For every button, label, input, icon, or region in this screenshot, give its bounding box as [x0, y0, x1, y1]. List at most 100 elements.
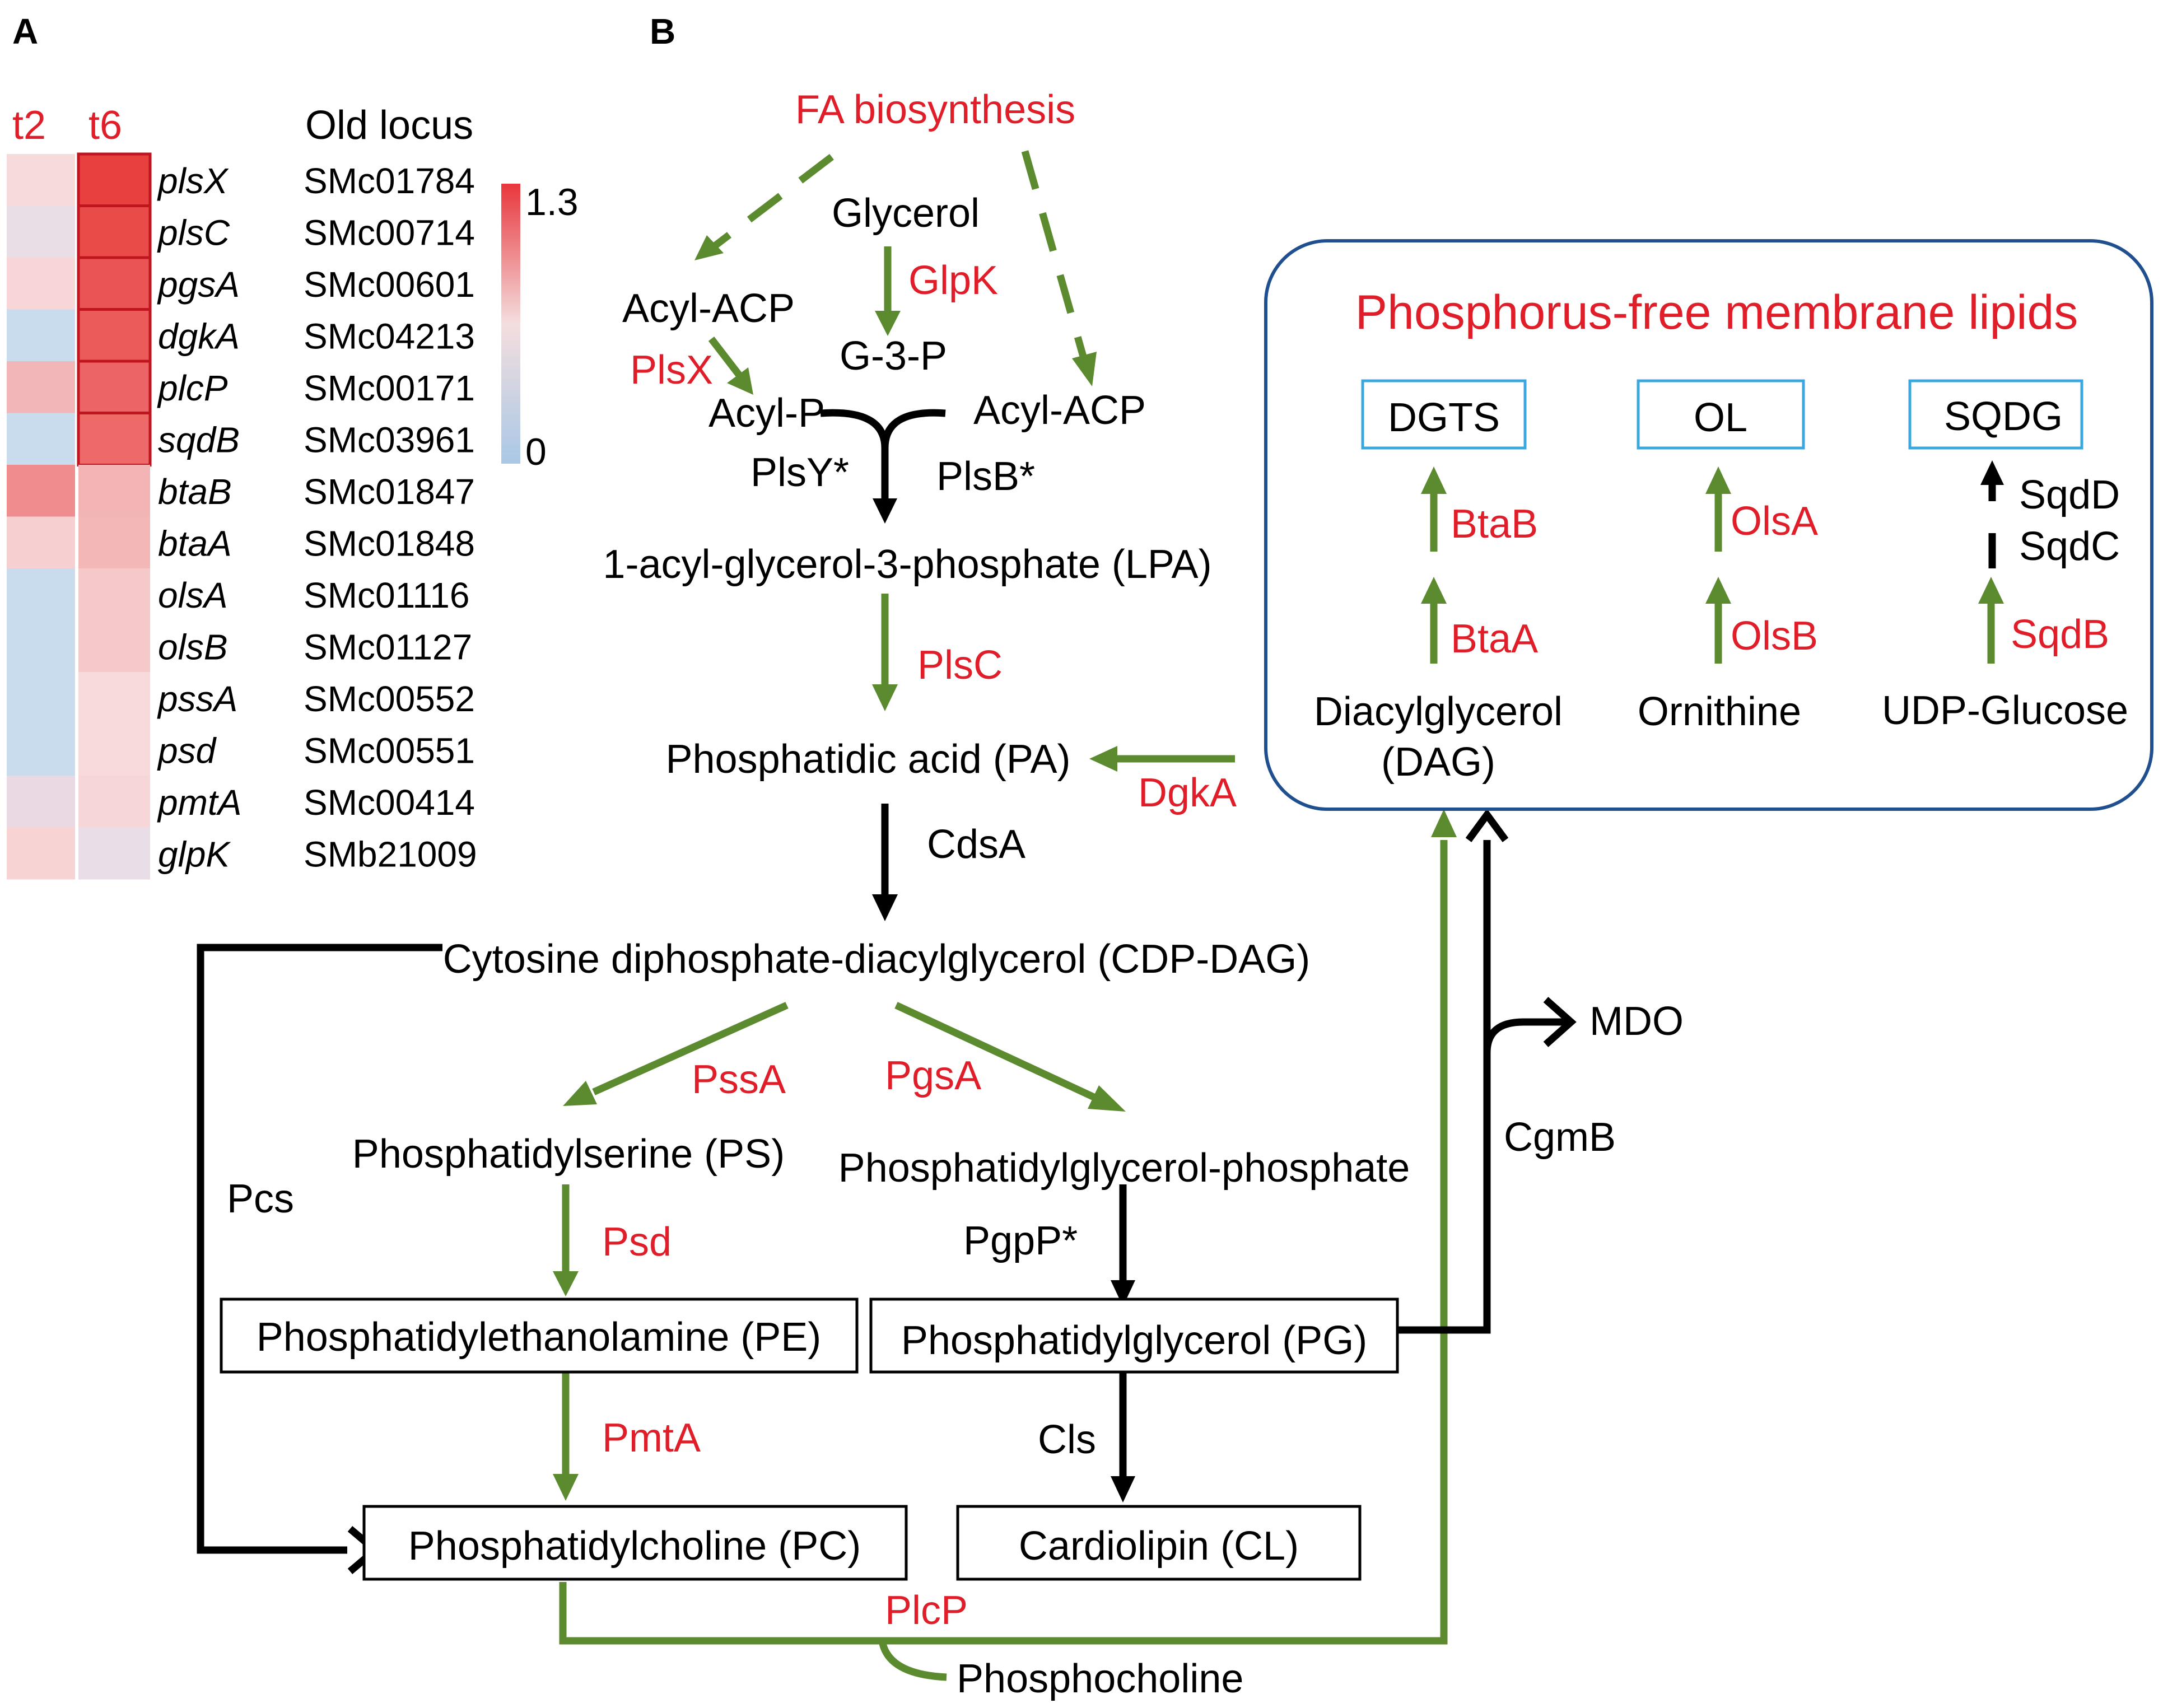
scale-max-label: 1.3: [525, 181, 579, 223]
acyl-acp-left-label: Acyl-ACP: [622, 286, 795, 331]
phosphorus-free-lipids-panel: Phosphorus-free membrane lipids DGTS OL …: [1264, 239, 2153, 811]
pssa-label: PssA: [692, 1057, 786, 1102]
dgka-label: DgkA: [1138, 771, 1237, 815]
dag-label-line2: (DAG): [1381, 740, 1495, 785]
cdp-dag-label: Cytosine diphosphate-diacylglycerol (CDP…: [443, 937, 1311, 982]
pe-box: [220, 1298, 859, 1374]
old-locus-id: SMc01847: [304, 472, 475, 512]
pgpp-arrowhead: [1111, 1280, 1135, 1306]
heatmap-cell-t6: [78, 827, 150, 880]
pgp-label: Phosphatidylglycerol-phosphate: [838, 1146, 1410, 1191]
old-locus-id: SMc01848: [304, 524, 475, 564]
old-locus-header: Old locus: [305, 103, 473, 148]
pgpp-label: PgpP*: [963, 1219, 1078, 1263]
heatmap-cell-t6: [78, 568, 150, 620]
heatmap-cell-t6: [77, 204, 152, 259]
btaa-label: BtaA: [1451, 617, 1538, 661]
olsa-arrowhead: [1705, 466, 1731, 494]
old-locus-id: SMc01127: [304, 627, 472, 668]
heatmap-cell-t2: [7, 154, 75, 206]
pgsa-label: PgsA: [885, 1053, 981, 1098]
old-locus-id: SMc00714: [304, 213, 475, 253]
btab-arrowhead: [1421, 466, 1447, 494]
pc-label: Phosphatidylcholine (PC): [408, 1524, 861, 1569]
gene-name: dgkA: [158, 316, 240, 357]
gene-name: pgsA: [157, 264, 240, 305]
gene-name: glpK: [158, 834, 231, 875]
plsb-label: PlsB*: [936, 454, 1035, 499]
to-lpa-arrowhead: [873, 498, 897, 524]
old-locus-id: SMc04213: [304, 316, 475, 357]
pa-label: Phosphatidic acid (PA): [665, 737, 1070, 782]
fa-to-acyl-acp-left-arrowhead: [694, 235, 724, 260]
heatmap-cell-t6: [78, 620, 150, 673]
heatmap-cell-t2: [7, 516, 75, 569]
fa-to-acyl-acp-right-arrowhead: [1072, 352, 1097, 386]
fa-to-acyl-acp-left-line: [712, 153, 834, 250]
plsx-label: PlsX: [630, 348, 713, 393]
phosphorus-free-panel-border: [1264, 239, 2153, 811]
plsb-curve: [881, 409, 946, 449]
heatmap-cell-t2: [7, 206, 75, 258]
heatmap-cell-t6: [78, 724, 150, 776]
heatmap-cell-t2: [7, 309, 75, 362]
pgsa-arrowhead: [1088, 1085, 1126, 1112]
olsb-label: OlsB: [1731, 614, 1818, 659]
plsy-curve: [820, 409, 889, 449]
plcp-arrowhead: [1431, 809, 1457, 837]
heatmap-cell-t2: [7, 568, 75, 620]
glycerol-label: Glycerol: [832, 191, 980, 236]
old-locus-id: SMc01784: [304, 161, 475, 201]
ol-box: [1637, 379, 1805, 450]
heatmap-cell-t6: [77, 360, 152, 415]
heatmap-cell-t2: [7, 465, 75, 517]
fa-to-acyl-acp-right-line: [1021, 150, 1088, 360]
old-locus-id: SMc00551: [304, 731, 475, 771]
heatmap-cell-t6: [77, 152, 152, 208]
sqdc-label: SqdC: [2019, 524, 2120, 569]
gene-name: plcP: [157, 368, 228, 408]
pgsa-line: [894, 1002, 1097, 1101]
dgts-box: [1361, 379, 1527, 450]
old-locus-id: SMc01116: [304, 575, 469, 615]
pssa-line: [592, 1002, 789, 1095]
gene-name: pssA: [157, 679, 237, 719]
panel-b: B: [197, 11, 2153, 1701]
heatmap-cell-t2: [7, 724, 75, 776]
pmta-arrowhead: [553, 1474, 579, 1501]
acyl-acp-to-acyl-p-arrowhead: [727, 367, 753, 395]
heatmap-cell-t6: [78, 516, 150, 569]
sqdd-label: SqdD: [2019, 473, 2120, 517]
heatmap-cell-t6: [77, 256, 152, 311]
heatmap-cell-t2: [7, 776, 75, 828]
heatmap-cell-t2: [7, 827, 75, 880]
to-mdo-line: [1483, 1018, 1568, 1053]
heatmap-cell-t2: [7, 361, 75, 413]
pg-to-dag-line: [1397, 840, 1491, 1334]
dag-label-line1: Diacylglycerol: [1314, 689, 1563, 734]
dgka-arrowhead: [1089, 746, 1117, 772]
heatmap-cell-t2: [7, 672, 75, 724]
gene-name: btaA: [158, 524, 232, 564]
pcs-bypass-line: [197, 944, 442, 1554]
gene-name: plsX: [157, 161, 229, 201]
glpk-label: GlpK: [908, 258, 998, 303]
pg-label: Phosphatidylglycerol (PG): [901, 1318, 1367, 1363]
ornithine-label: Ornithine: [1638, 689, 1801, 734]
btaa-arrowhead: [1421, 577, 1447, 604]
scale-min-label: 0: [525, 431, 547, 473]
sqdd-arrowhead: [1980, 460, 2004, 485]
gene-name: pmtA: [157, 782, 241, 823]
acyl-acp-right-label: Acyl-ACP: [973, 388, 1146, 433]
pssa-arrowhead: [563, 1081, 597, 1106]
pa-to-cdpdag-arrowhead: [872, 894, 898, 921]
color-scale-bar: [501, 184, 520, 464]
plsc-label: PlsC: [917, 643, 1003, 688]
sqdb-label: SqdB: [2011, 612, 2109, 657]
pg-box: [869, 1298, 1399, 1374]
old-locus-id: SMc03961: [304, 420, 475, 460]
heatmap-cell-t2: [7, 258, 75, 310]
lpa-label: 1-acyl-glycerol-3-phosphate (LPA): [603, 542, 1211, 587]
